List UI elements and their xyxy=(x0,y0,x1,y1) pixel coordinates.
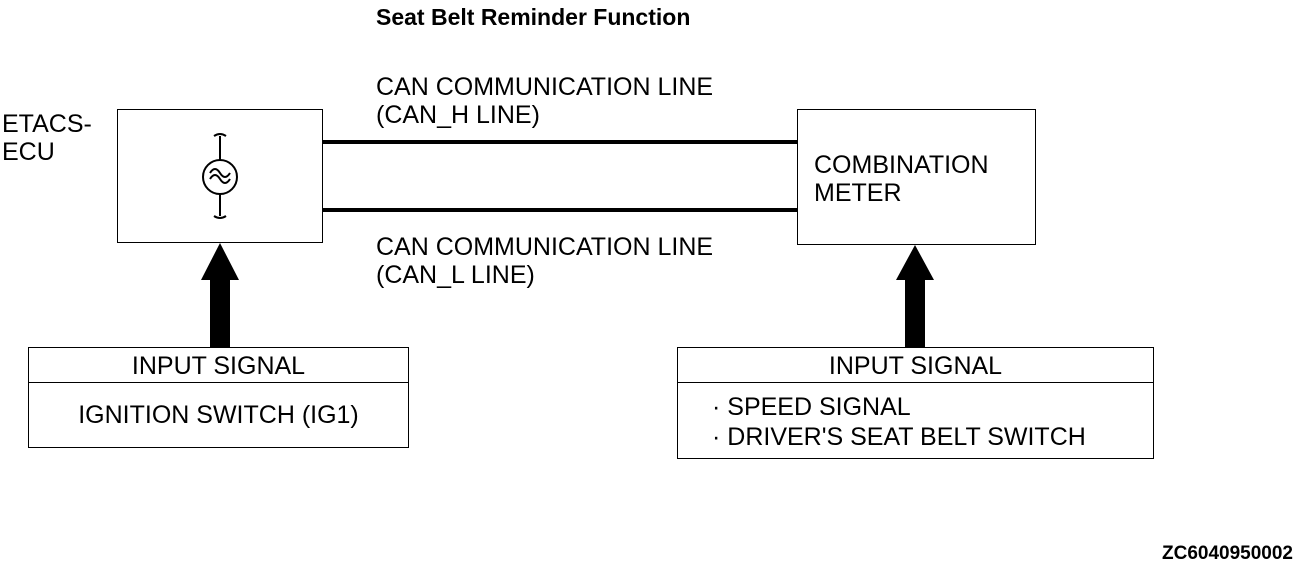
figure-code: ZC6040950002 xyxy=(1162,543,1293,564)
can-h-label-line2: (CAN_H LINE) xyxy=(376,101,540,129)
can-l-label-line1: CAN COMMUNICATION LINE xyxy=(376,233,714,261)
combination-meter-label: COMBINATION METER xyxy=(814,151,989,207)
up-arrow-icon xyxy=(896,245,934,347)
input-signal-item: · SPEED SIGNAL xyxy=(712,393,911,421)
can-l-label: CAN COMMUNICATION LINE (CAN_L LINE) xyxy=(376,233,713,289)
etacs-ecu-label-line1: ETACS- xyxy=(2,110,92,138)
input-signal-box-right: INPUT SIGNAL · SPEED SIGNAL · DRIVER'S S… xyxy=(677,347,1154,459)
can-l-label-line2: (CAN_L LINE) xyxy=(376,261,535,289)
can-h-label-line1: CAN COMMUNICATION LINE xyxy=(376,73,714,101)
input-signal-box-left: INPUT SIGNAL IGNITION SWITCH (IG1) xyxy=(28,347,409,448)
can-h-wire xyxy=(323,140,797,144)
input-signal-item: IGNITION SWITCH (IG1) xyxy=(78,401,359,429)
combination-meter-line1: COMBINATION xyxy=(814,151,989,179)
can-h-label: CAN COMMUNICATION LINE (CAN_H LINE) xyxy=(376,73,713,129)
combination-meter-box: COMBINATION METER xyxy=(797,109,1036,245)
etacs-ecu-box xyxy=(117,109,323,243)
etacs-ecu-label: ETACS- ECU xyxy=(2,110,92,166)
can-l-wire xyxy=(323,208,797,212)
input-signal-header-left: INPUT SIGNAL xyxy=(29,348,408,383)
up-arrow-icon xyxy=(201,243,239,347)
combination-meter-line2: METER xyxy=(814,179,902,207)
etacs-ecu-label-line2: ECU xyxy=(2,138,55,166)
wave-generator-icon xyxy=(202,133,238,219)
diagram-title: Seat Belt Reminder Function xyxy=(376,4,691,30)
input-signal-item: · DRIVER'S SEAT BELT SWITCH xyxy=(712,423,1086,451)
input-signal-header-right: INPUT SIGNAL xyxy=(678,348,1153,383)
